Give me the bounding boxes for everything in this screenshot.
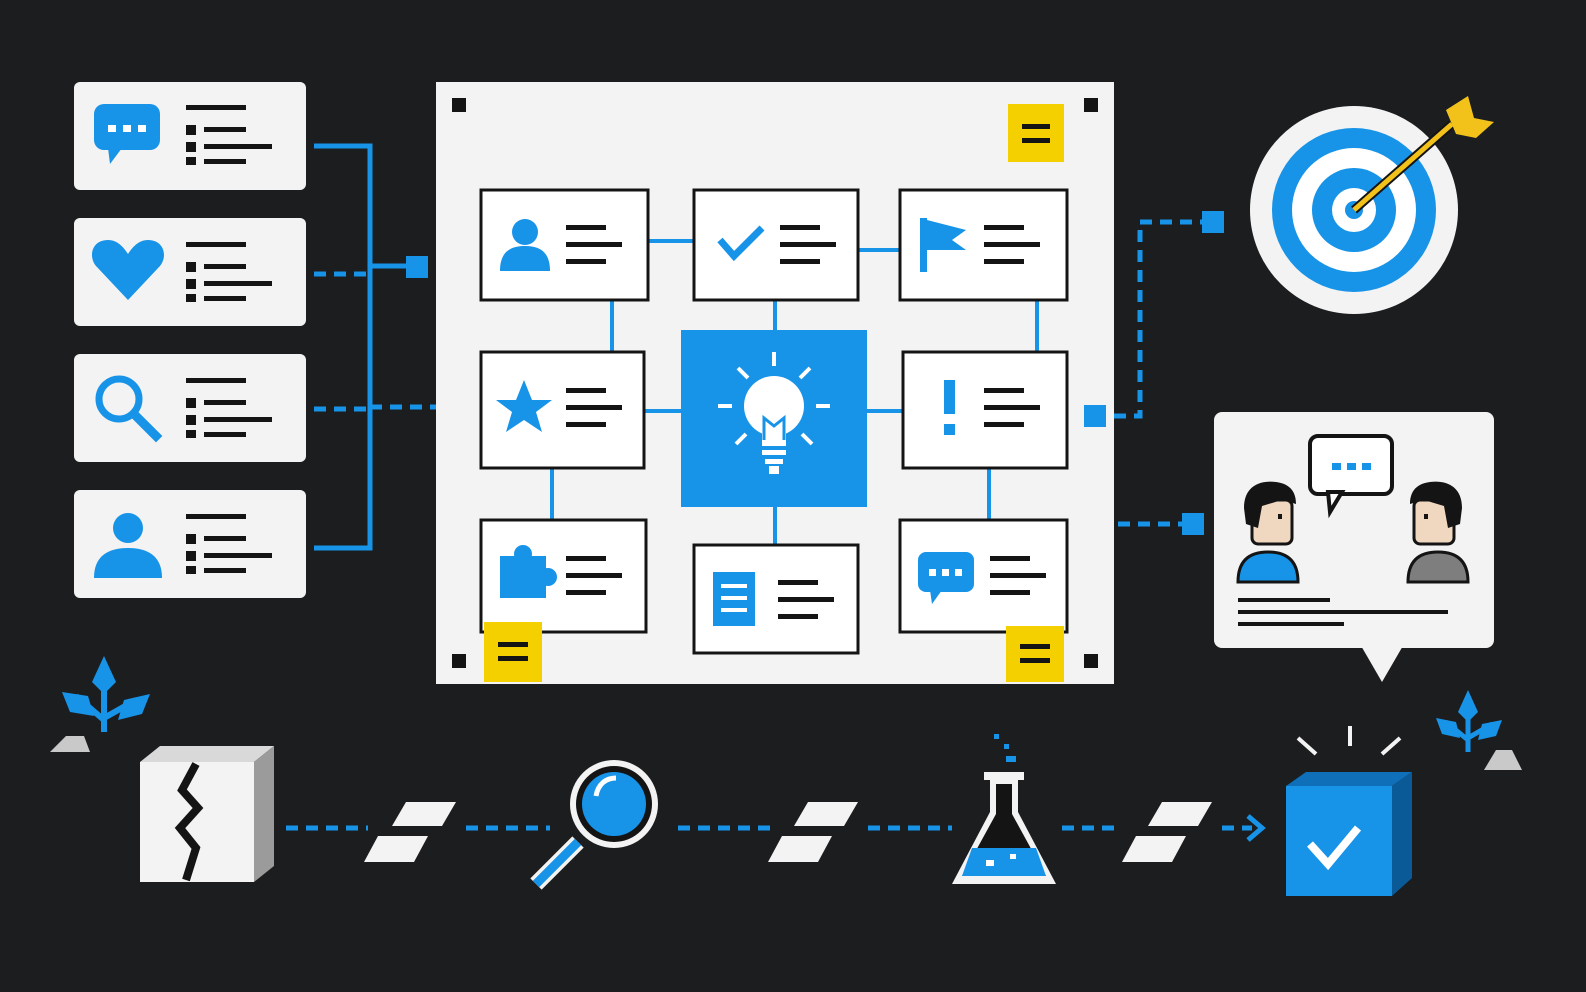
board-card-milestone xyxy=(898,188,1069,302)
input-card-empathy xyxy=(74,218,306,326)
speech-bubble-icon xyxy=(94,104,160,164)
heart-icon xyxy=(92,240,164,300)
star-icon xyxy=(496,380,552,432)
speech-bubble-icon xyxy=(1308,434,1394,519)
broken-cube-icon xyxy=(140,746,274,882)
flask-icon xyxy=(952,734,1056,884)
board-card-validated xyxy=(692,188,860,302)
board-card-discussion xyxy=(898,518,1069,634)
board-corner xyxy=(452,98,466,112)
target-icon xyxy=(1250,96,1494,314)
input-card-feedback xyxy=(74,82,306,190)
text-lines-icon xyxy=(186,378,272,438)
step-separator xyxy=(1122,802,1212,862)
board-corner xyxy=(1084,98,1098,112)
check-cube-icon xyxy=(1286,726,1412,896)
input-card-user xyxy=(74,490,306,598)
step-separator xyxy=(364,802,456,862)
input-card-research xyxy=(74,354,306,462)
sticky-note xyxy=(484,622,542,682)
flag-icon xyxy=(920,218,966,272)
connector-node xyxy=(1202,211,1224,233)
board-corner xyxy=(1084,654,1098,668)
input-connectors xyxy=(314,143,438,551)
user-icon xyxy=(500,219,550,271)
text-lines-icon xyxy=(186,242,272,302)
connector-node xyxy=(406,256,428,278)
user-icon xyxy=(94,513,162,578)
board-card-documentation xyxy=(692,543,860,655)
step-separator xyxy=(768,802,858,862)
person-left-icon xyxy=(1236,481,1300,584)
connector-node xyxy=(1084,405,1106,427)
document-icon xyxy=(713,572,755,626)
sticky-note xyxy=(1006,626,1064,682)
board-card-persona xyxy=(479,188,650,302)
arrow-icon xyxy=(1351,96,1494,214)
lightbulb-icon xyxy=(718,352,830,474)
board-links xyxy=(550,239,1039,545)
person-right-icon xyxy=(1406,481,1470,584)
arrow-head-icon xyxy=(1246,814,1266,842)
board-corner xyxy=(452,654,466,668)
magnifier-icon xyxy=(95,375,163,443)
plant-icon xyxy=(50,656,150,752)
exclamation-icon xyxy=(944,380,955,435)
board-card-integration xyxy=(479,518,648,634)
speech-bubble-icon xyxy=(918,552,974,604)
affinity-board xyxy=(436,82,1114,684)
sticky-note xyxy=(1008,104,1064,162)
conversation-panel xyxy=(1214,412,1494,682)
connector-node xyxy=(1182,513,1204,535)
text-lines-icon xyxy=(186,105,272,165)
puzzle-icon xyxy=(500,545,557,598)
magnifier-icon xyxy=(530,760,658,890)
idea-tile xyxy=(681,330,867,507)
checkmark-icon xyxy=(717,225,765,262)
board-card-issue xyxy=(901,350,1069,470)
board-card-priority xyxy=(479,350,646,470)
conversation-icon xyxy=(1236,434,1470,584)
text-lines-icon xyxy=(186,514,272,574)
plant-icon xyxy=(1436,690,1522,770)
output-connectors xyxy=(1094,219,1206,527)
